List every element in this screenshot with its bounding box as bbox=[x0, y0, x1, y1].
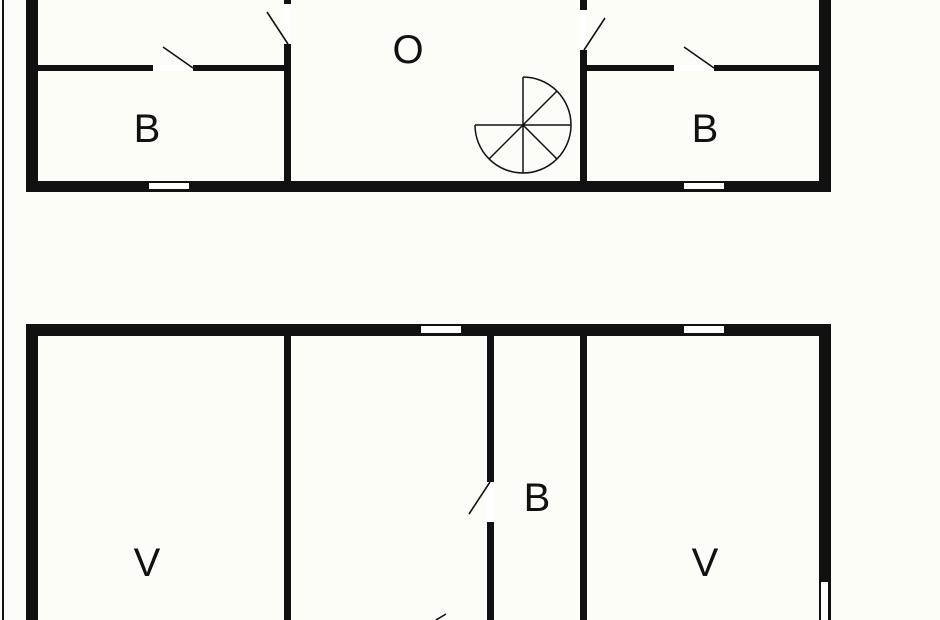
room-label-lower-left-room: V bbox=[134, 541, 161, 585]
room-label-upper-middle-room: O bbox=[392, 28, 423, 72]
door-opening-upper-left-bedroom bbox=[153, 65, 193, 71]
door-leaf-upper-right-partition bbox=[583, 17, 606, 51]
room-label-lower-right-room: V bbox=[692, 541, 719, 585]
door-leaf-upper-right-bedroom bbox=[683, 46, 715, 69]
upper-partition-right bbox=[580, 0, 587, 185]
upper-wing bbox=[26, 0, 831, 192]
window-upper-right bbox=[684, 183, 724, 189]
room-label-lower-bedroom: B bbox=[524, 476, 551, 520]
lower-wing bbox=[26, 324, 831, 620]
door-opening-lower-bedroom bbox=[487, 482, 494, 522]
lower-wall-west bbox=[26, 324, 38, 620]
upper-wall-east bbox=[819, 0, 831, 192]
window-upper-left bbox=[149, 183, 189, 189]
lower-partition-1 bbox=[284, 330, 291, 620]
upper-wall-south bbox=[26, 181, 831, 192]
door-leaf-lower-bedroom bbox=[468, 481, 491, 515]
spiral-staircase bbox=[474, 76, 572, 174]
lower-partition-3 bbox=[580, 330, 587, 620]
door-opening-upper-left-partition bbox=[284, 4, 291, 44]
room-label-upper-right-bedroom: B bbox=[692, 107, 719, 151]
door-leaf-upper-left-partition bbox=[266, 11, 289, 45]
window-lower-right bbox=[684, 326, 724, 333]
door-opening-upper-right-bedroom bbox=[674, 65, 714, 71]
upper-partition-left bbox=[284, 0, 291, 185]
upper-wall-west bbox=[26, 0, 38, 192]
door-opening-upper-right-partition bbox=[580, 10, 587, 50]
window-lower-middle bbox=[421, 326, 461, 333]
window-lower-east bbox=[821, 582, 828, 620]
door-leaf-upper-left-bedroom bbox=[162, 46, 194, 69]
lower-wall-east bbox=[819, 324, 831, 620]
door-leaf-lower-fragment bbox=[435, 613, 447, 620]
lower-partition-2 bbox=[487, 330, 494, 620]
room-label-upper-left-bedroom: B bbox=[134, 107, 161, 151]
